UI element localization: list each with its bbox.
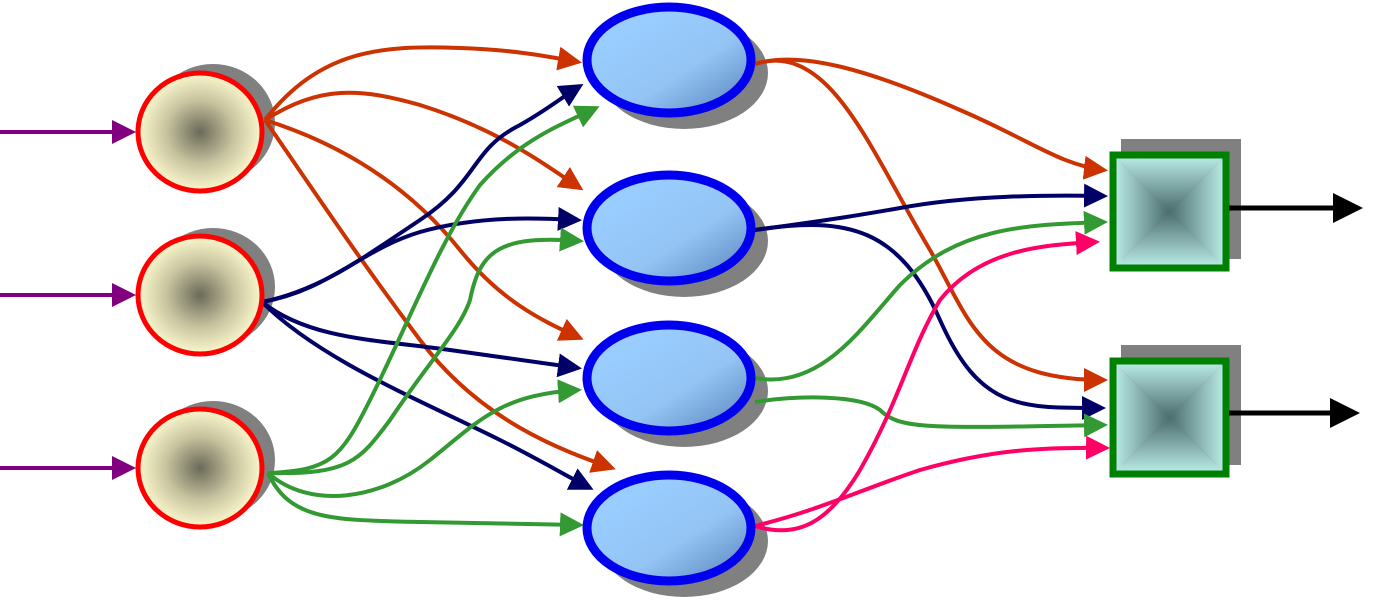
output-node-2 bbox=[1109, 357, 1230, 478]
edges-from-input-1 bbox=[263, 45, 616, 473]
hidden-node-4 bbox=[582, 470, 756, 586]
hidden-layer bbox=[582, 2, 756, 586]
output-node-1 bbox=[1109, 151, 1230, 272]
edges-from-input-2 bbox=[260, 83, 594, 490]
edges-from-input-3 bbox=[266, 105, 600, 537]
edges-input-hidden bbox=[260, 45, 616, 537]
edges-hidden-output bbox=[754, 57, 1110, 533]
hidden-node-3 bbox=[582, 320, 756, 436]
output-arrows bbox=[1229, 193, 1363, 428]
input-layer bbox=[135, 70, 265, 530]
input-arrows bbox=[0, 120, 136, 480]
output-layer bbox=[1109, 151, 1230, 478]
edges-from-hidden-1 bbox=[754, 57, 1108, 392]
hidden-node-1 bbox=[582, 2, 756, 118]
input-node-2 bbox=[135, 233, 265, 357]
input-node-1 bbox=[135, 70, 265, 194]
edges-from-hidden-2 bbox=[754, 183, 1108, 421]
edges-from-hidden-3 bbox=[754, 210, 1108, 438]
edges-from-hidden-4 bbox=[754, 231, 1110, 533]
input-node-3 bbox=[135, 406, 265, 530]
hidden-node-2 bbox=[582, 170, 756, 286]
